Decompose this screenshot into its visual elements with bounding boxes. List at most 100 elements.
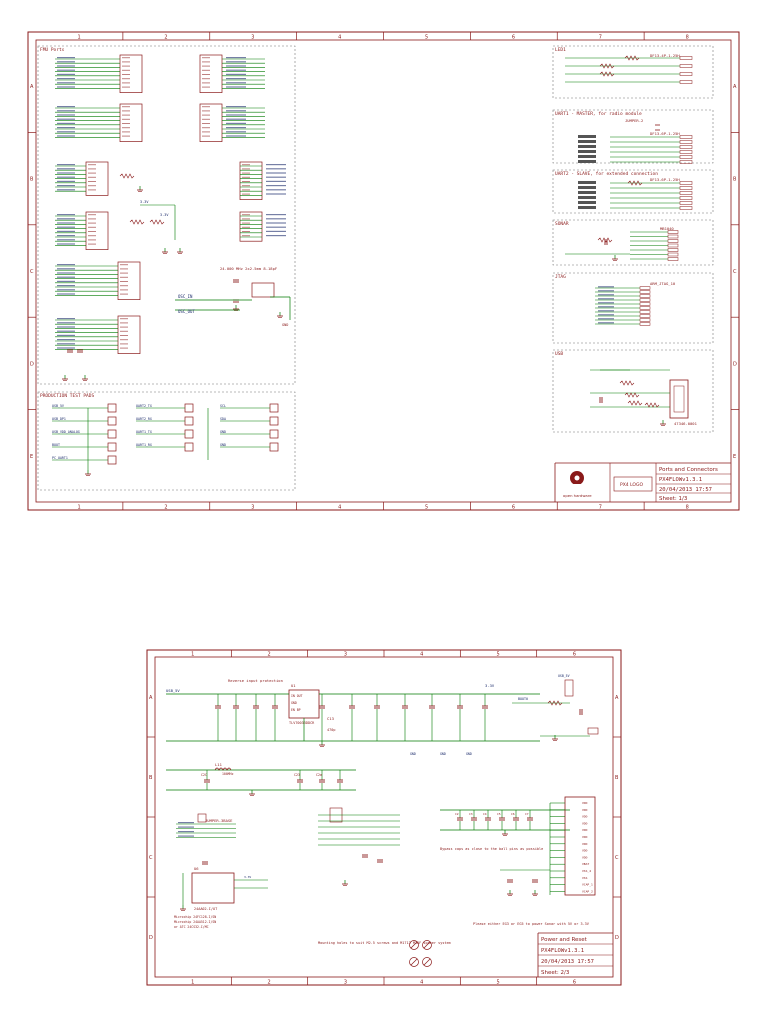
net-label-glyph (57, 189, 75, 191)
column-number: 7 (599, 35, 602, 41)
row-letter: B (30, 177, 34, 183)
vdd-pin-name: VDD (582, 808, 588, 812)
boot-net: BOOT0 (518, 697, 528, 701)
sheet2-doc-name: PX4FLOWv1.3.1 (541, 948, 584, 954)
capacitor-symbol (457, 705, 463, 709)
connector-pin (667, 248, 679, 252)
resistor-symbol (644, 402, 660, 408)
pin-name-glyph (88, 189, 96, 191)
column-number: 2 (268, 980, 271, 986)
test-pad: PC_UART1 (52, 455, 117, 465)
reverse-protection-note: Reverse input protection (228, 678, 283, 683)
column-number: 2 (164, 35, 167, 41)
pin-name-glyph (202, 61, 210, 63)
capacitor-symbol (485, 817, 491, 821)
column-number: 8 (686, 35, 689, 41)
net-label-glyph (226, 78, 246, 80)
net-label-glyph (57, 82, 75, 84)
column-number: 7 (599, 505, 602, 511)
net-label-glyph (598, 294, 614, 296)
pin-name-glyph (242, 218, 250, 220)
column-number: 2 (268, 652, 271, 658)
eeprom-u6 (191, 872, 235, 904)
test-pad-body (107, 442, 117, 452)
capacitor-symbol (77, 349, 83, 353)
net-label-glyph (57, 110, 75, 112)
pin-name-glyph (202, 127, 210, 129)
sheet1-title: Ports and Connectors (659, 467, 718, 473)
row-letter: B (733, 177, 737, 183)
port-ic-body (239, 211, 263, 242)
net-label-glyph (57, 243, 75, 245)
net-label-glyph (57, 285, 75, 287)
net-label-glyph (57, 235, 75, 237)
test-pad-body (184, 442, 194, 452)
pin-name-glyph (88, 185, 96, 187)
column-number: 1 (191, 980, 194, 986)
capacitor-symbol (272, 705, 278, 709)
row-letter: C (615, 855, 619, 861)
pin-name-glyph (88, 176, 96, 178)
net-label-glyph (57, 168, 75, 170)
test-pad: SCL (220, 403, 279, 413)
pin-name-glyph (202, 123, 210, 124)
column-number: 2 (164, 505, 167, 511)
net-label-glyph (57, 318, 75, 320)
pin-name-glyph (242, 222, 250, 224)
connector-pin (679, 181, 693, 185)
ground-symbol (612, 255, 618, 261)
usb-part: 47346-0001 (674, 421, 698, 426)
sonar-part: MB1040 (660, 226, 674, 231)
column-number: 5 (497, 652, 500, 658)
pin-name-glyph (120, 339, 128, 341)
test-pad-net: PC_UART1 (52, 456, 68, 460)
sheet1-doc-name: PX4FLOWv1.3.1 (659, 477, 702, 483)
ground-symbol (342, 880, 348, 886)
connector-pin (639, 302, 651, 306)
ground-symbol (177, 248, 183, 254)
vdd-pin-name: VSS (582, 876, 588, 880)
test-pad-net: BOOT (52, 443, 60, 447)
net-label-glyph (226, 118, 246, 120)
sheet1-date: 20/04/2013 17:57 (659, 487, 712, 493)
net-label-glyph (226, 57, 246, 59)
ground-symbol (249, 790, 255, 796)
test-pad: UART2_RX (136, 416, 194, 426)
ground-symbol (319, 741, 325, 747)
test-pad: UART2_TX (136, 403, 194, 413)
sonar-title: SONAR (555, 221, 569, 227)
test-pad-net: SCL (220, 404, 226, 408)
pin-name-glyph (122, 123, 130, 124)
connector-pin (639, 294, 651, 298)
uart2-region (552, 169, 714, 214)
net-label-glyph (57, 185, 75, 187)
pin-name-glyph (242, 189, 250, 191)
production-test-region (37, 391, 296, 491)
mcu-power-block (564, 796, 596, 896)
row-letter: B (149, 775, 153, 781)
connector-pin (639, 318, 651, 322)
net-flag (578, 150, 596, 153)
net-label-glyph (226, 82, 246, 84)
bypass-note: Bypass caps as close to the ball pins as… (440, 847, 543, 851)
net-label-glyph (266, 176, 286, 178)
net-flag (578, 135, 596, 138)
column-number: 3 (251, 35, 254, 41)
column-number: 4 (420, 980, 423, 986)
net-flag (578, 140, 596, 143)
uart1-part: DF13-6P-1.25H (650, 131, 680, 136)
pin-name-glyph (120, 343, 128, 345)
ground-symbol (552, 735, 558, 741)
net-label-glyph (57, 118, 75, 120)
vdd-pin-name: VDD (582, 835, 588, 839)
jtag-title: JTAG (555, 274, 566, 280)
column-number: 6 (512, 35, 515, 41)
pin-name-glyph (122, 61, 130, 63)
vdd-pin-name: VDD (582, 855, 588, 859)
capacitor-symbol (579, 709, 583, 715)
net-label-glyph (266, 168, 286, 170)
ground-symbol (62, 375, 68, 381)
pin-name-glyph (122, 114, 130, 116)
